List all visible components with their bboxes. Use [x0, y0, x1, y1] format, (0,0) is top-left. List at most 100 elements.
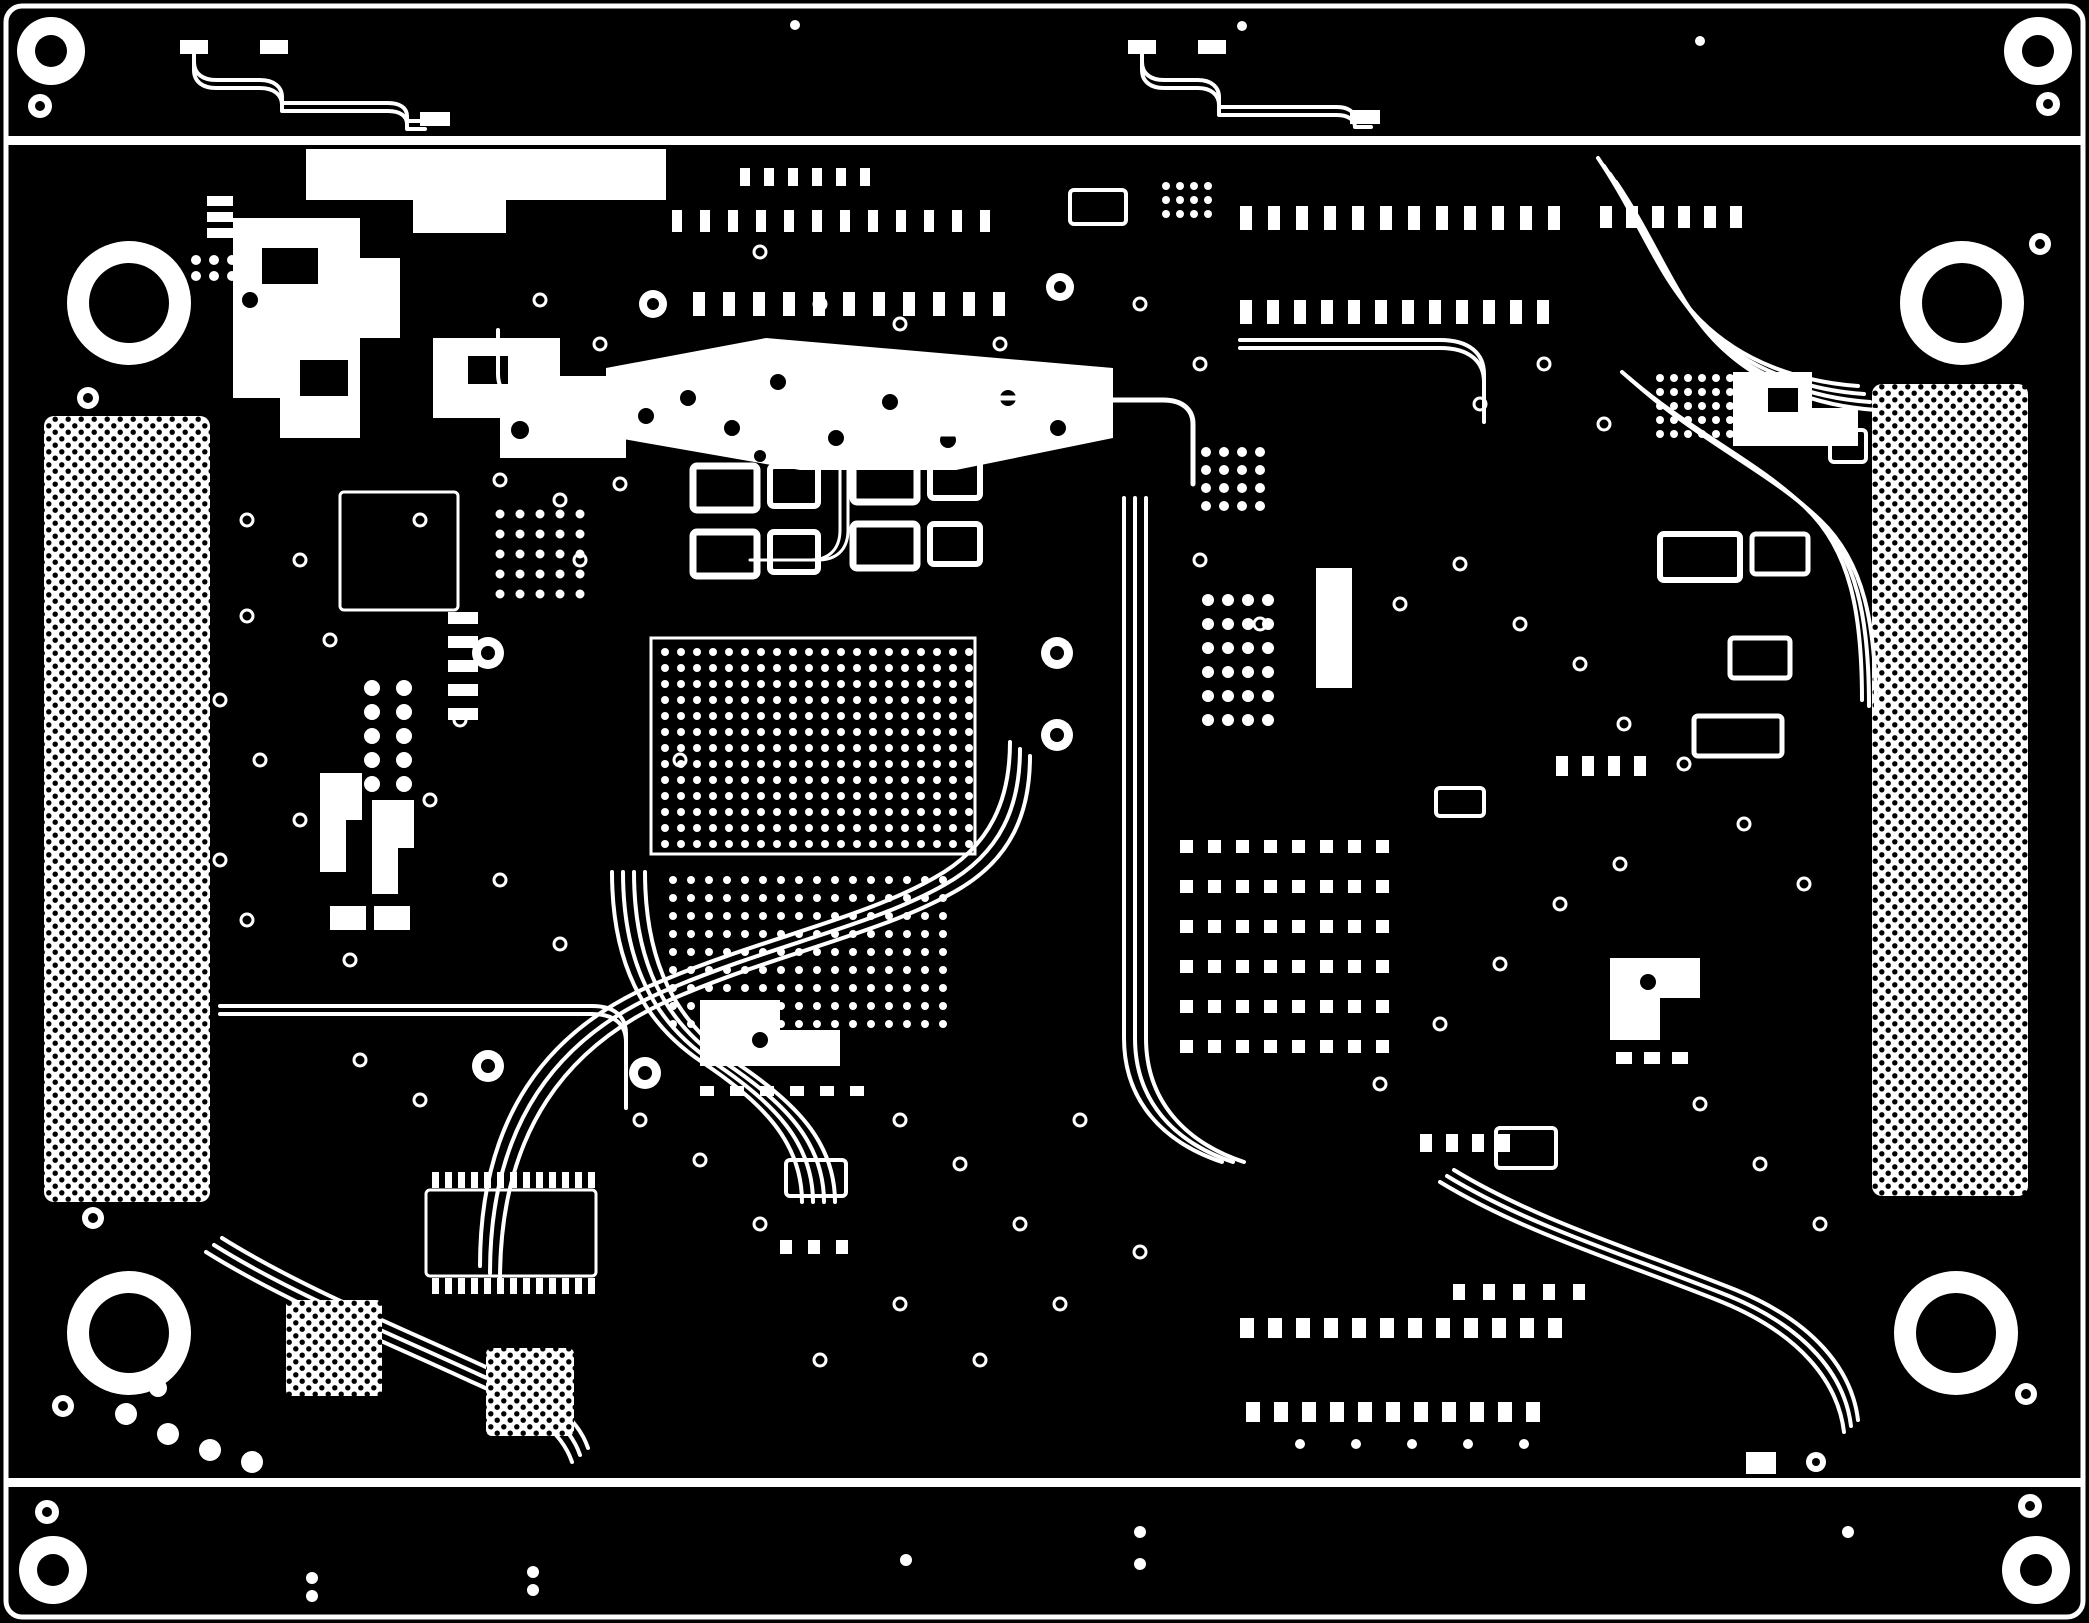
- bga-field-main: [677, 728, 685, 736]
- bga-field-main: [917, 744, 925, 752]
- rail-via: [1237, 21, 1247, 31]
- pad-row-top-e: [1537, 300, 1549, 324]
- bga-field-lower: [849, 1020, 857, 1028]
- bga-field-main: [693, 760, 701, 768]
- bga-field-main: [709, 792, 717, 800]
- bga-field-main: [677, 808, 685, 816]
- pad-row-right: [1644, 1052, 1660, 1064]
- bga-field-main: [869, 760, 877, 768]
- via-array-mid-right: [1201, 447, 1211, 457]
- bga-field-main: [805, 824, 813, 832]
- via-array: [555, 529, 565, 539]
- bga-field-main: [709, 840, 717, 848]
- bga-field-main: [949, 728, 957, 736]
- smd-pad: [1746, 1452, 1776, 1474]
- pad-row-bottom-a: [1492, 1318, 1506, 1338]
- bga-field-main: [885, 808, 893, 816]
- l-shape-footprint: [320, 773, 362, 872]
- via-row-bottom: [1519, 1439, 1529, 1449]
- soic-pin-row-bottom: [484, 1278, 491, 1294]
- pad-row-top-e: [1402, 300, 1414, 324]
- via-array-top-right: [1656, 388, 1664, 396]
- bga-field-main: [869, 664, 877, 672]
- via-array-top-right: [1726, 430, 1734, 438]
- via-array: [535, 529, 545, 539]
- rail-via: [1134, 1558, 1146, 1570]
- bga-field-lower: [903, 966, 911, 974]
- bga-field-main: [709, 776, 717, 784]
- bga-field-main: [741, 712, 749, 720]
- qfp-pad-field: [1180, 920, 1193, 933]
- smd-outline: [1749, 531, 1811, 577]
- pad-row-top-right: [1652, 206, 1664, 228]
- trace-bundle-bga-exit: [621, 870, 815, 1204]
- pad-row-top-b: [788, 168, 798, 186]
- inductor-footprint: [927, 455, 983, 501]
- test-point: [199, 1439, 221, 1461]
- bga-field-main: [885, 744, 893, 752]
- bga-field-main: [773, 712, 781, 720]
- qfp-pad-field: [1376, 920, 1389, 933]
- smd-outline: [1828, 428, 1868, 464]
- bga-field-main: [757, 776, 765, 784]
- bga-field-lower: [669, 894, 677, 902]
- bga-field-lower: [831, 876, 839, 884]
- via-cluster-top: [1204, 182, 1212, 190]
- via-array: [515, 509, 525, 519]
- bga-field-lower: [723, 912, 731, 920]
- lower-pad-row: [760, 1086, 774, 1096]
- qfp-pad-field: [1180, 880, 1193, 893]
- pad-row-bottom-a: [1380, 1318, 1394, 1338]
- thermal-pad-field: [486, 1348, 574, 1436]
- bga-field-main: [789, 808, 797, 816]
- bga-field-main: [789, 664, 797, 672]
- pad-row-bottom-a: [1520, 1318, 1534, 1338]
- test-point: [149, 1379, 167, 1397]
- bga-field-main: [725, 648, 733, 656]
- bga-field-main: [837, 808, 845, 816]
- via-row-bottom: [1463, 1439, 1473, 1449]
- bga-field-main: [741, 824, 749, 832]
- bga-field-main: [773, 680, 781, 688]
- rail-via: [790, 20, 800, 30]
- lower-pad-row: [730, 1086, 744, 1096]
- via-array-right: [1262, 690, 1274, 702]
- bga-field-main: [805, 664, 813, 672]
- pad-row-bottom-c: [1453, 1284, 1465, 1300]
- scattered-via: [672, 752, 688, 768]
- bga-field-lower: [687, 876, 695, 884]
- via-array-mid-right: [1219, 483, 1229, 493]
- bga-field-main: [725, 664, 733, 672]
- bga-field-lower: [903, 876, 911, 884]
- bga-field-main: [741, 728, 749, 736]
- bga-field-main: [821, 776, 829, 784]
- bga-field-main: [805, 648, 813, 656]
- bga-field-lower: [813, 912, 821, 920]
- scattered-via: [492, 872, 508, 888]
- bga-field-main: [933, 680, 941, 688]
- bga-field-main: [917, 648, 925, 656]
- scattered-via: [1596, 416, 1612, 432]
- bga-field-main: [741, 696, 749, 704]
- via-array-top-right: [1656, 416, 1664, 424]
- pad-row-right: [1634, 756, 1646, 776]
- bga-field-lower: [705, 930, 713, 938]
- test-point: [241, 1451, 263, 1473]
- bga-field-main: [965, 776, 973, 784]
- bga-field-main: [661, 728, 669, 736]
- bga-field-main: [837, 648, 845, 656]
- soic-pin-row-bottom: [445, 1278, 452, 1294]
- bga-field-main: [885, 792, 893, 800]
- bga-field-main: [789, 696, 797, 704]
- via-cluster-top: [1190, 182, 1198, 190]
- bga-field-main: [741, 760, 749, 768]
- copper-slab-top-center-hole: [638, 408, 654, 424]
- via-array-top-right: [1726, 416, 1734, 424]
- via-array-right: [1262, 594, 1274, 606]
- copper-pour-top-tab: [306, 149, 666, 233]
- via-array: [515, 529, 525, 539]
- bga-field-main-outline: [649, 636, 977, 856]
- bga-field-main: [949, 680, 957, 688]
- copper-blob-lower: [700, 1000, 840, 1066]
